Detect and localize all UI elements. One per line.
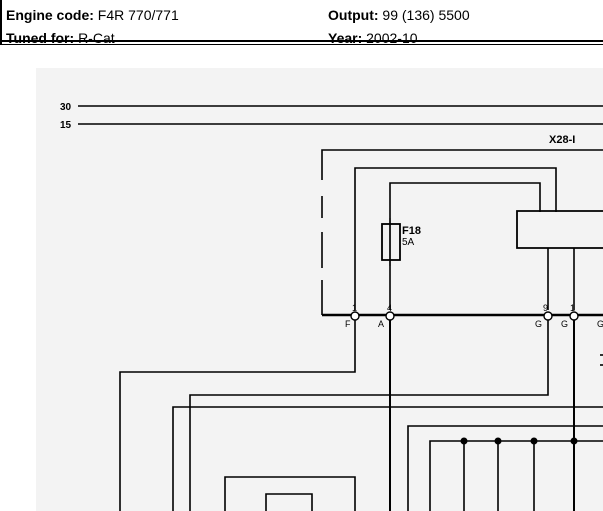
header-left-rule — [0, 0, 2, 44]
year-value: 2002-10 — [366, 30, 418, 46]
engine-code-label: Engine code: — [6, 7, 94, 23]
junction-dot-3 — [530, 437, 538, 445]
lower-box-1 — [224, 476, 356, 511]
wire-color-g3: G — [597, 319, 603, 329]
output-value: 99 (136) 5500 — [382, 7, 470, 23]
module-box — [516, 210, 603, 249]
junction-dot-4 — [570, 437, 578, 445]
wire-color-a: A — [378, 319, 384, 329]
wire-color-g2: G — [561, 319, 568, 329]
fuse-f18 — [381, 223, 401, 261]
wire-g-1 — [189, 320, 549, 511]
pin-number-1: 1 — [352, 303, 357, 313]
pin-circle-1b — [569, 311, 579, 321]
rail-30-label: 30 — [60, 102, 72, 113]
connector-frame-top — [321, 149, 603, 180]
tuned-for-field: Tuned for: R-Cat — [6, 30, 115, 46]
wire-run-3 — [429, 440, 603, 511]
year-field: Year: 2002-10 — [328, 30, 418, 46]
header-divider-thin — [0, 44, 603, 45]
rail-15-label: 15 — [60, 120, 72, 131]
fuse-rating: 5A — [402, 237, 415, 248]
output-field: Output: 99 (136) 5500 — [328, 7, 470, 23]
engine-code-field: Engine code: F4R 770/771 — [6, 7, 179, 23]
connector-label: X28-I — [549, 134, 575, 146]
header-divider — [0, 40, 603, 42]
inner-loop-1 — [354, 167, 557, 310]
wire-run-2 — [407, 425, 603, 511]
pin-number-9: 9 — [543, 303, 548, 313]
junction-dot-2 — [494, 437, 502, 445]
tuned-for-label: Tuned for: — [6, 30, 75, 46]
wire-run-1 — [172, 406, 603, 511]
header-bar: Engine code: F4R 770/771 Output: 99 (136… — [0, 0, 603, 48]
diagram-background — [36, 68, 603, 511]
pin-circle-4 — [385, 311, 395, 321]
wire-color-g1: G — [535, 319, 542, 329]
engine-code-value: F4R 770/771 — [97, 7, 179, 23]
year-label: Year: — [328, 30, 363, 46]
output-label: Output: — [328, 7, 379, 23]
pin-number-4: 4 — [387, 303, 392, 313]
wire-color-f: F — [345, 319, 351, 329]
fuse-name: F18 — [402, 225, 421, 237]
pin-circle-9 — [543, 311, 553, 321]
lower-box-2 — [265, 493, 313, 511]
tuned-for-value: R-Cat — [78, 30, 115, 46]
junction-dot-1 — [460, 437, 468, 445]
wire-f — [119, 320, 356, 511]
pin-number-1b: 1 — [570, 303, 575, 313]
pin-circle-1 — [350, 311, 360, 321]
